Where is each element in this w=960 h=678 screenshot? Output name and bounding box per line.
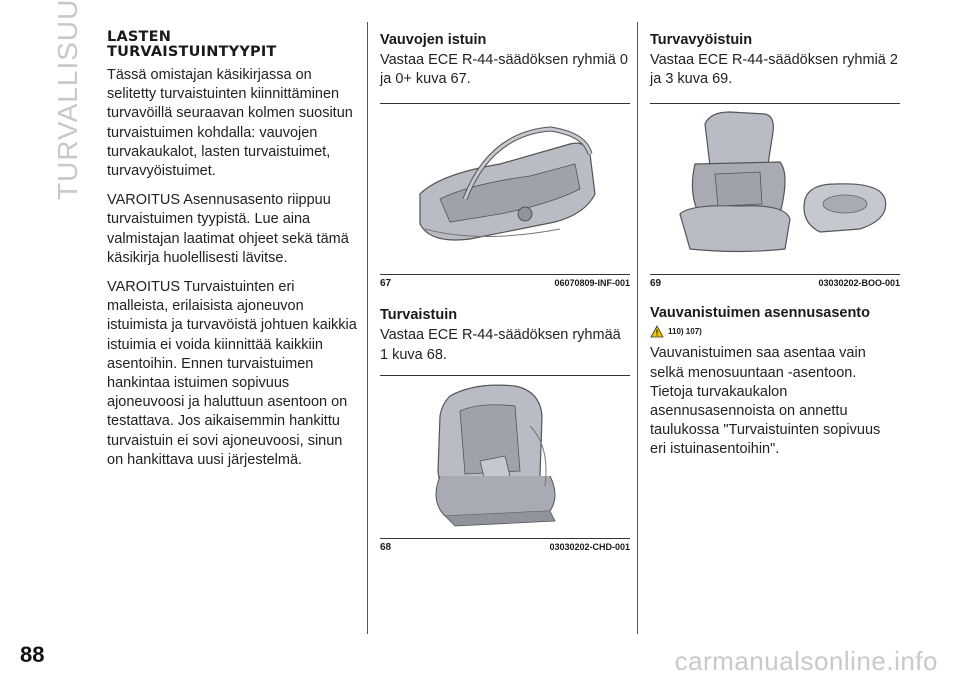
warning-reference-numbers: 110) 107) <box>668 327 702 337</box>
figure-67-caption: 67 06070809-INF-001 <box>380 278 630 289</box>
watermark: carmanualsonline.info <box>674 646 938 676</box>
figure-68-code: 03030202-CHD-001 <box>549 541 630 552</box>
figure-69-caption: 69 03030202-BOO-001 <box>650 278 900 289</box>
warning-paragraph-1: VAROITUS Asennusasento riippuu turvaistu… <box>107 192 349 266</box>
figure-68 <box>380 376 630 538</box>
booster-seat-heading: Turvavyöistuin <box>650 32 753 48</box>
figure-67-bottom-rule <box>380 274 630 276</box>
figure-68-number: 68 <box>380 541 392 553</box>
infant-seat-paragraph: Vastaa ECE R-44-säädöksen ryhmiä 0 ja 0+… <box>380 52 628 88</box>
warning-references: 110) 107) <box>650 325 900 338</box>
figure-67 <box>380 104 630 274</box>
infant-seat-position-paragraph: Vauvanistuimen saa asentaa vain selkä me… <box>650 345 881 458</box>
child-seat-illustration <box>435 384 556 527</box>
section-side-title: TURVALLISUUS <box>52 0 83 200</box>
child-seat-heading: Turvaistuin <box>380 307 458 324</box>
figure-68-top-rule <box>380 374 630 376</box>
section-heading-line1: LASTEN <box>107 29 172 45</box>
booster-seat-illustration <box>679 111 887 253</box>
figure-67-code: 06070809-INF-001 <box>554 278 630 289</box>
warning-triangle-icon <box>650 325 664 338</box>
figure-68-caption: 68 03030202-CHD-001 <box>380 542 630 553</box>
figure-69-code: 03030202-BOO-001 <box>818 278 900 289</box>
booster-seat-paragraph: Vastaa ECE R-44-säädöksen ryhmiä 2 ja 3 … <box>650 52 898 88</box>
column-2: Vauvojen istuin Vastaa ECE R-44-säädökse… <box>380 30 630 553</box>
child-seat-paragraph: Vastaa ECE R-44-säädöksen ryhmää 1 kuva … <box>380 327 621 363</box>
column-1: LASTEN TURVAISTUINTYYPIT Tässä omistajan… <box>107 30 357 480</box>
infant-seat-position-heading: Vauvanistuimen asennusasento <box>650 305 870 322</box>
warning-paragraph-2: VAROITUS Turvaistuinten eri malleista, e… <box>107 279 357 468</box>
figure-69 <box>650 104 900 274</box>
figure-69-top-rule <box>650 103 900 105</box>
figure-69-bottom-rule <box>650 274 900 276</box>
figure-67-number: 67 <box>380 278 392 290</box>
infant-seat-heading: Vauvojen istuin <box>380 32 487 48</box>
column-divider-left <box>367 22 368 634</box>
figure-68-bottom-rule <box>380 537 630 539</box>
infant-carrier-illustration <box>419 126 596 241</box>
intro-paragraph: Tässä omistajan käsikirjassa on selitett… <box>107 67 353 180</box>
figure-67-top-rule <box>380 103 630 105</box>
figure-69-number: 69 <box>650 278 662 290</box>
column-divider-right <box>637 22 638 634</box>
page-number: 88 <box>20 642 45 667</box>
section-heading-line2: TURVAISTUINTYYPIT <box>107 44 277 60</box>
column-3: Turvavyöistuin Vastaa ECE R-44-säädöksen… <box>650 30 900 470</box>
